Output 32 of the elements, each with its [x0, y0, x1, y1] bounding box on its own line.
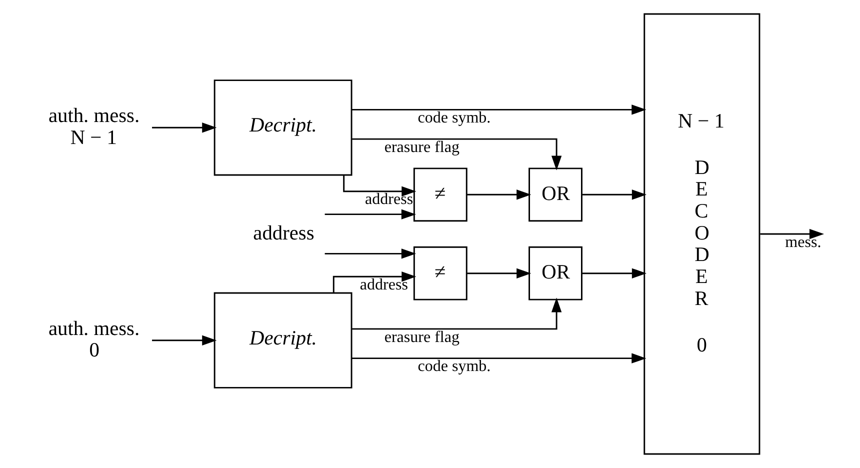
- edge-label: erasure flag: [384, 138, 460, 156]
- node-box: Decript.: [214, 292, 352, 388]
- node-box: OR: [528, 168, 582, 222]
- edge-label: code symb.: [418, 110, 491, 126]
- edge-label: address: [365, 191, 414, 208]
- edge-label: code symb.: [418, 358, 491, 376]
- edge-label: mess.: [785, 234, 822, 251]
- node-box: ≠: [413, 246, 468, 300]
- arrow: [152, 122, 217, 133]
- node-box: ≠: [413, 168, 468, 222]
- edge-label: erasure flag: [384, 328, 460, 346]
- arrow: [582, 190, 646, 200]
- arrow: [332, 272, 416, 293]
- arrow: [343, 175, 416, 196]
- edge-label: address: [360, 276, 408, 294]
- arrow: [467, 268, 532, 278]
- node-box: N − 1 DECODER 0: [644, 13, 760, 455]
- node-text: address: [253, 222, 314, 244]
- arrow: [582, 268, 646, 278]
- arrow: [152, 335, 217, 346]
- arrow: [352, 104, 646, 115]
- arrow: [352, 353, 646, 364]
- node-text: auth. mess. 0: [48, 318, 140, 362]
- arrow: [467, 190, 532, 200]
- arrow: [352, 298, 562, 330]
- node-text: auth. mess. N − 1: [48, 105, 140, 149]
- arrow: [352, 138, 562, 170]
- node-box: Decript.: [214, 80, 352, 176]
- node-box: OR: [528, 246, 582, 300]
- arrow: [324, 209, 416, 220]
- arrow: [760, 228, 824, 240]
- arrow: [324, 248, 416, 259]
